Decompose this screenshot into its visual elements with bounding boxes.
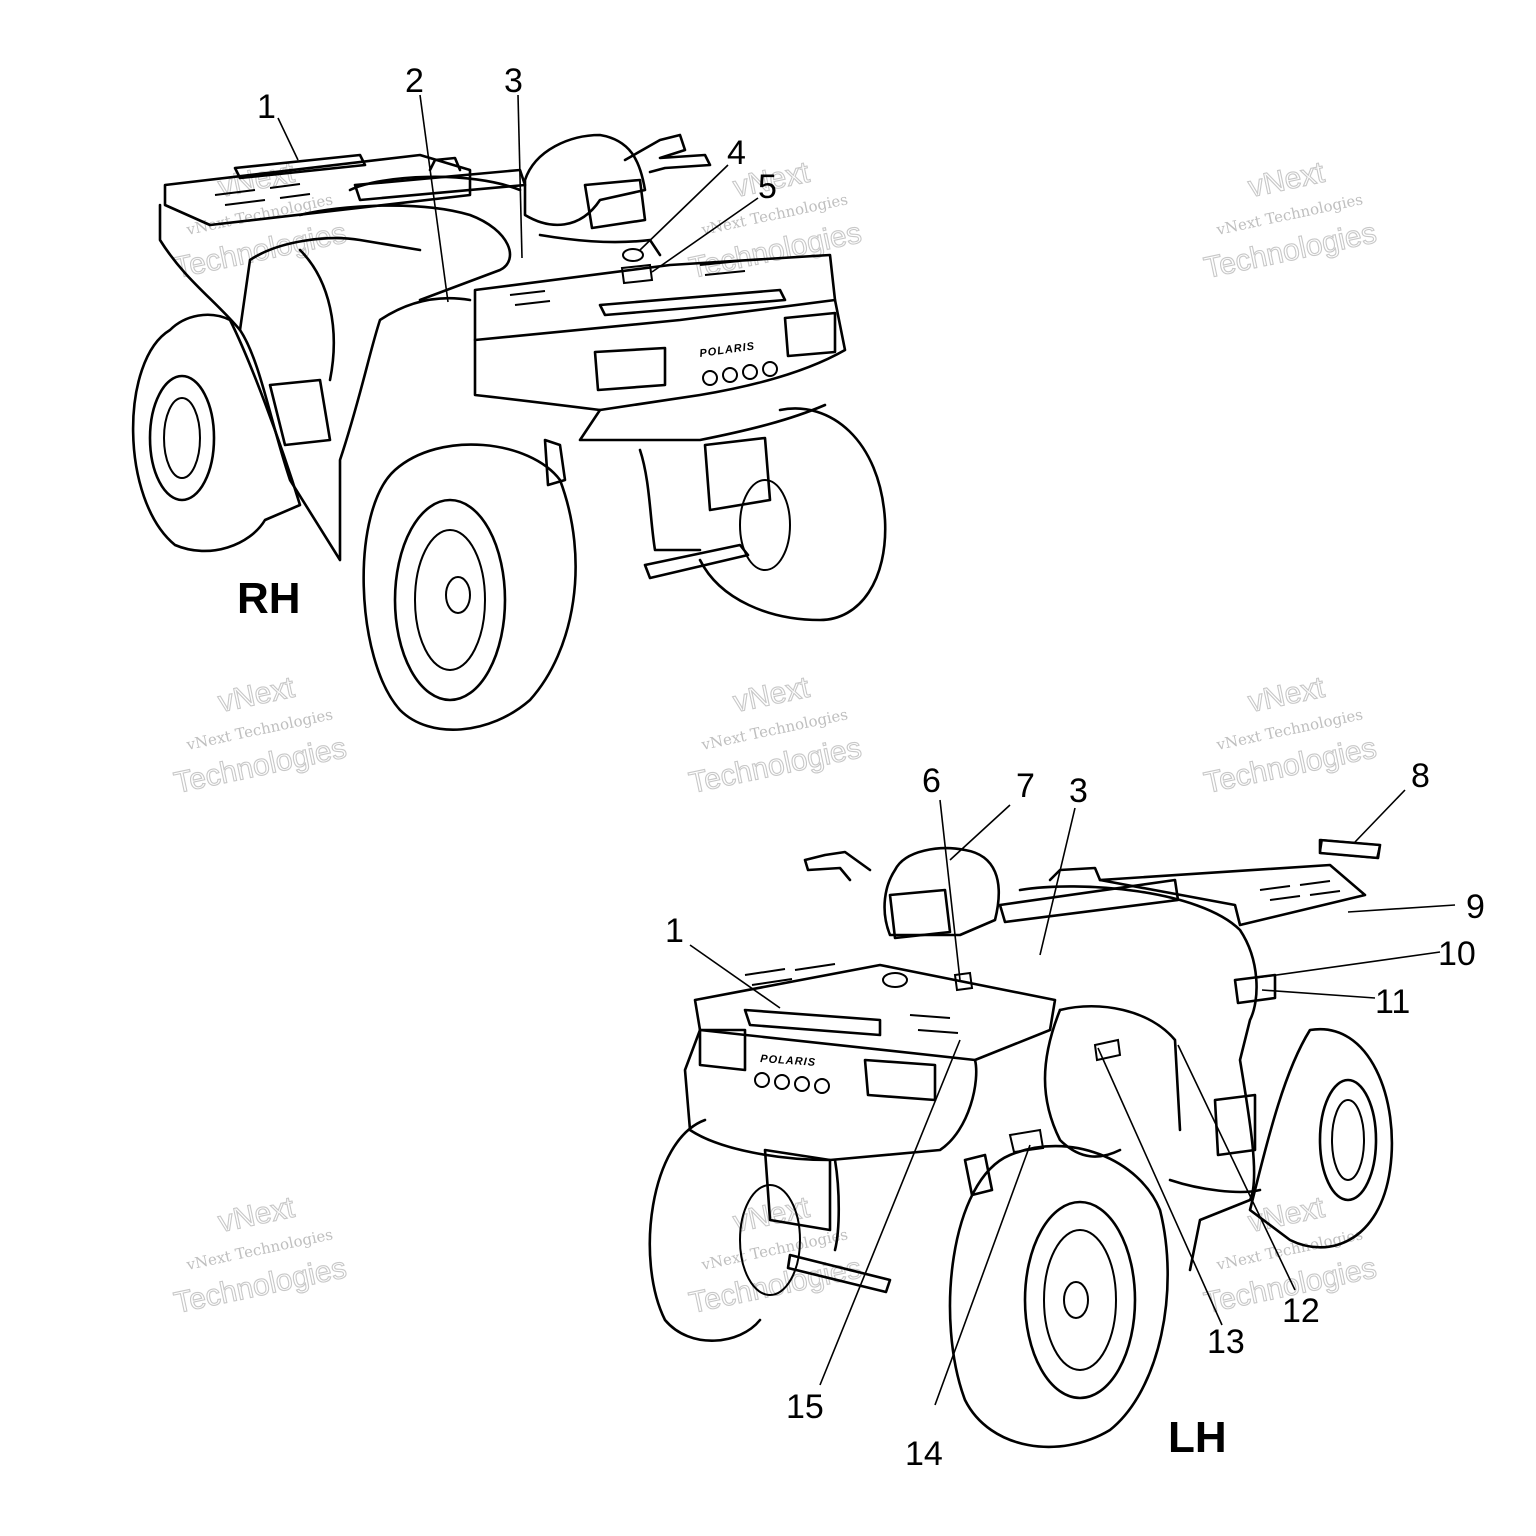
callout-8-lh: 8 bbox=[1411, 757, 1430, 795]
callout-12-lh: 12 bbox=[1282, 1292, 1320, 1330]
callout-11-lh: 11 bbox=[1375, 983, 1410, 1021]
callout-2-rh: 2 bbox=[405, 62, 424, 100]
body bbox=[1018, 885, 1277, 1272]
shock bbox=[543, 438, 567, 487]
rh-callouts: 1 2 3 4 5 bbox=[257, 62, 777, 206]
front-nose: POLARIS bbox=[683, 1028, 978, 1252]
callout-3-rh: 3 bbox=[504, 62, 523, 100]
front-wheel-near bbox=[948, 1144, 1169, 1449]
lh-leaders bbox=[689, 789, 1456, 1406]
lh-callouts: 1 6 7 3 8 9 10 11 12 13 14 15 bbox=[665, 757, 1485, 1473]
front-wheel-near bbox=[362, 443, 577, 731]
decal-14 bbox=[1008, 1128, 1045, 1154]
front-wheel-far bbox=[648, 1118, 801, 1342]
handlebar bbox=[803, 846, 1180, 940]
rear-wheel-far bbox=[1248, 1027, 1394, 1249]
callout-6-lh: 6 bbox=[922, 762, 941, 800]
callout-3-lh: 3 bbox=[1069, 772, 1088, 810]
decal-8 bbox=[1318, 838, 1382, 860]
svg-text:POLARIS: POLARIS bbox=[760, 1053, 817, 1069]
svg-text:vNext: vNext bbox=[1245, 156, 1328, 204]
callout-4-rh: 4 bbox=[727, 134, 746, 172]
callout-5-rh: 5 bbox=[758, 168, 777, 206]
callout-1-rh: 1 bbox=[257, 88, 276, 126]
svg-text:vNext: vNext bbox=[215, 671, 298, 719]
atv-lh-view: POLARIS LH bbox=[648, 838, 1394, 1462]
atv-rh-view: POLARIS RH bbox=[131, 133, 887, 731]
callout-10-lh: 10 bbox=[1438, 935, 1476, 973]
shock bbox=[963, 1153, 994, 1197]
handlebar bbox=[353, 133, 712, 230]
view-label-lh: LH bbox=[1168, 1413, 1227, 1462]
callout-14-lh: 14 bbox=[905, 1435, 943, 1473]
view-label-rh: RH bbox=[237, 574, 301, 623]
watermark: vNext vNext Technologies Technologies bbox=[1201, 155, 1380, 285]
callout-1-lh: 1 bbox=[665, 912, 684, 950]
watermarks: vNext vNext Technologies Technologies vN… bbox=[171, 155, 1380, 1320]
front-rack bbox=[693, 963, 1057, 1062]
bumper-bar bbox=[786, 1253, 892, 1294]
callout-9-lh: 9 bbox=[1466, 888, 1485, 926]
callout-15-lh: 15 bbox=[786, 1388, 824, 1426]
svg-text:vNext: vNext bbox=[215, 1191, 298, 1239]
watermark: vNext vNext Technologies Technologies bbox=[1201, 670, 1380, 800]
callout-13-lh: 13 bbox=[1207, 1323, 1245, 1361]
rear-rack bbox=[163, 153, 472, 227]
rear-rack bbox=[1098, 838, 1382, 927]
watermark: vNext vNext Technologies Technologies bbox=[686, 670, 865, 800]
watermark: vNext vNext Technologies Technologies bbox=[171, 670, 350, 800]
svg-text:vNext: vNext bbox=[1245, 671, 1328, 719]
svg-text:vNext: vNext bbox=[730, 671, 813, 719]
callout-7-lh: 7 bbox=[1016, 767, 1035, 805]
front-wheel-far bbox=[698, 407, 887, 622]
watermark: vNext vNext Technologies Technologies bbox=[171, 1190, 350, 1320]
rh-leaders bbox=[277, 94, 759, 303]
bumper-bar bbox=[643, 543, 750, 580]
svg-text:POLARIS: POLARIS bbox=[699, 340, 756, 360]
